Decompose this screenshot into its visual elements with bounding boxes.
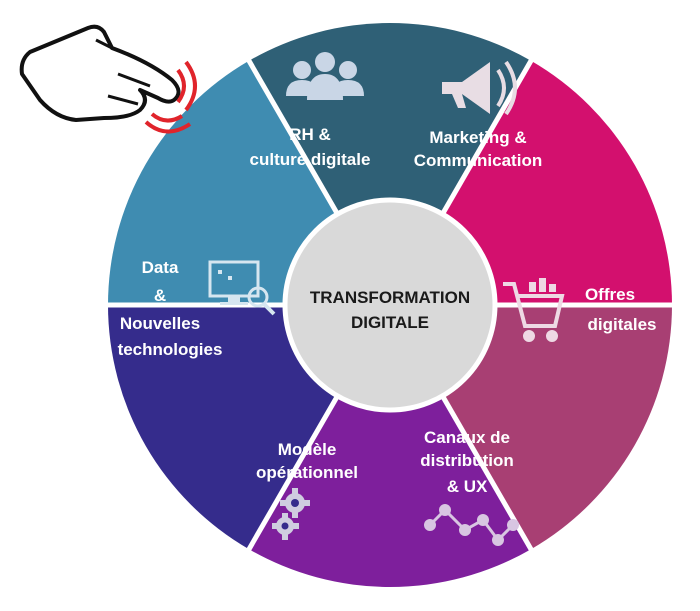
segment-canaux-line2: distribution: [420, 451, 513, 470]
monitor-search-icon: [208, 260, 276, 316]
gears-icon: [272, 488, 310, 540]
megaphone-icon: [442, 60, 517, 116]
segment-modele-line2: opérationnel: [256, 463, 358, 482]
segment-offres-line1: Offres: [585, 285, 635, 304]
wheel-segment-3: [249, 305, 531, 587]
segment-marketing-line1: Marketing &: [429, 128, 526, 147]
segment-marketing-line2: Communication: [414, 151, 542, 170]
segment-canaux-line1: Canaux de: [424, 428, 510, 447]
segment-canaux-line3: & UX: [447, 477, 488, 496]
segment-modele-operationnel: Modèle opérationnel: [256, 440, 358, 540]
shopping-cart-icon: [503, 278, 565, 342]
segment-data-line4: technologies: [118, 340, 223, 359]
segment-rh-line2: culture digitale: [250, 150, 371, 169]
pointing-hand-icon: [19, 24, 197, 134]
segment-modele-line1: Modèle: [278, 440, 337, 459]
segment-offres-line2: digitales: [588, 315, 657, 334]
segment-rh-culture: RH & culture digitale: [250, 52, 371, 169]
center-circle: [282, 197, 498, 413]
segment-rh-line1: RH &: [289, 125, 331, 144]
segment-offres-digitales: Offres digitales: [503, 278, 657, 342]
people-group-icon: [286, 52, 364, 100]
segment-data-line3: Nouvelles: [120, 314, 200, 333]
segment-data-line2: &: [154, 286, 166, 305]
center-label-line2: DIGITALE: [351, 313, 429, 332]
segment-canaux-distribution: Canaux de distribution & UX: [420, 428, 519, 546]
network-nodes-icon: [424, 504, 519, 546]
segment-data-line1: Data: [142, 258, 179, 277]
center-label-line1: TRANSFORMATION: [310, 288, 470, 307]
segment-data-technologies: Data & Nouvelles technologies: [118, 258, 276, 359]
segment-marketing-communication: Marketing & Communication: [414, 60, 542, 170]
